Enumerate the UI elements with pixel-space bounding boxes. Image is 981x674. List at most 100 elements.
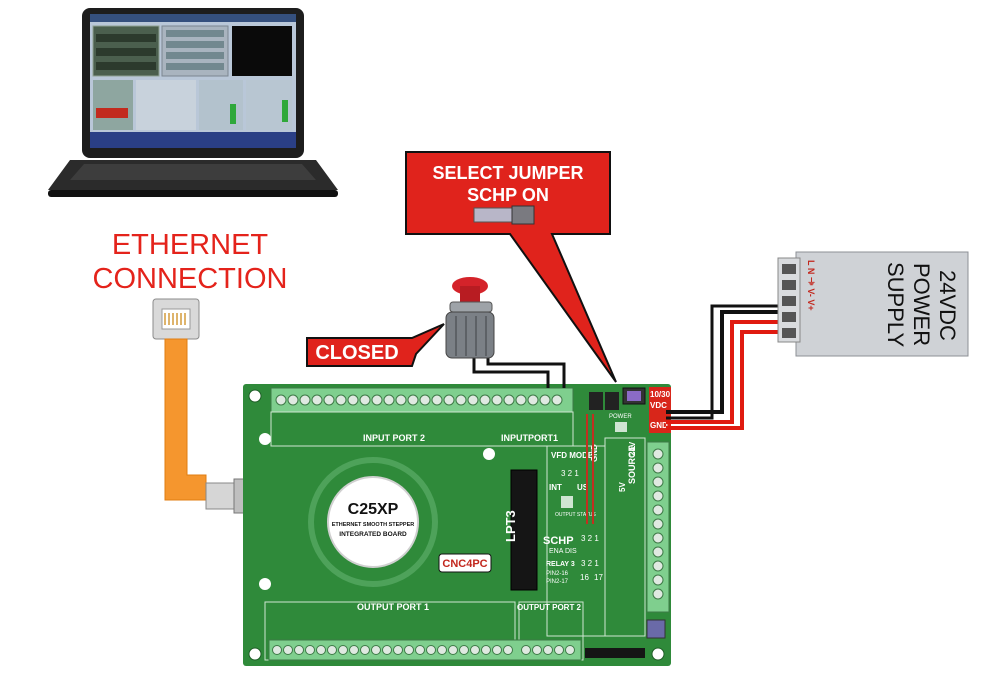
screen-dro-y (96, 48, 156, 56)
screen-feed-bar (230, 104, 236, 124)
cnc4pc-badge (438, 553, 492, 573)
potentiometer (646, 619, 666, 639)
jumper-callout-bg (405, 151, 617, 383)
laptop-keyboard (70, 164, 316, 180)
psu-terminal-screws (782, 264, 796, 338)
vfd-321-label: 3 2 1 (561, 469, 579, 478)
24v-label: 24V (628, 441, 637, 456)
closed-label: CLOSED (315, 342, 399, 364)
vdc-label-2: VDC (650, 401, 667, 410)
estop-stem (460, 286, 480, 304)
wire-negative-2 (666, 304, 784, 420)
screen-spindle-bar (282, 100, 288, 122)
us-label: US (577, 483, 589, 492)
jumper-label-line2: SCHP ON (467, 185, 549, 205)
ethernet-connection-label: ETHERNET CONNECTION (60, 228, 320, 296)
lpt3-connector (510, 469, 538, 591)
pin216-label: PIN2-16 (546, 571, 569, 577)
psu-label-line2: POWER (909, 263, 934, 347)
laptop-base-edge (48, 190, 338, 197)
screen-button-row (166, 63, 224, 70)
closed-callout-bg (306, 323, 445, 367)
pin217-label: PIN2-17 (546, 579, 569, 585)
wire-negative (666, 310, 784, 414)
bottom-header (585, 648, 645, 658)
schp-label: SCHP (543, 535, 574, 547)
jumper-callout-shape (405, 151, 617, 383)
ethernet-label-line1: ETHERNET (111, 229, 269, 261)
board-model-label: C25XP (348, 501, 399, 518)
wire-positive-2 (666, 330, 784, 430)
screen-button-row (166, 41, 224, 48)
output-status-label: OUTPUT STATUS (555, 512, 597, 518)
screen-reset-button (96, 108, 128, 118)
screen-titlebar (90, 14, 296, 22)
mount-hole (483, 448, 495, 460)
schp-jumper (627, 391, 641, 401)
jumper-block (605, 392, 619, 410)
screen-toolpath-view (232, 26, 292, 76)
gnd-label: GND (590, 444, 599, 462)
psu-label-line1: 24VDC (935, 269, 960, 341)
screen-status-bar (90, 132, 296, 148)
mount-hole (259, 578, 271, 590)
vdc-tag-bg (649, 387, 671, 433)
vdc-label-1: 10/30 (650, 390, 671, 399)
psu-terminal-labels: L N ⏚ V- V+ (806, 260, 816, 311)
psu-label-line3: SUPPLY (883, 262, 908, 348)
mount-hole (259, 433, 271, 445)
board-subtitle1: ETHERNET SMOOTH STEPPER (332, 522, 415, 528)
power-supply: L N ⏚ V- V+ 24VDC POWER SUPPLY (770, 250, 970, 360)
output-port2-label: OUTPUT PORT 2 (517, 603, 582, 612)
ethernet-cable (152, 298, 249, 514)
psu-body (777, 251, 969, 357)
wire-positive (666, 320, 784, 424)
schp-321-label: 3 2 1 (581, 534, 599, 543)
psu-text: 24VDC POWER SUPPLY (830, 258, 960, 352)
input-port2-label: INPUT PORT 2 (363, 433, 425, 443)
vdc-gnd-label: GND (650, 421, 668, 430)
mount-hole (248, 389, 262, 403)
psu-case (795, 251, 969, 357)
cnc4pc-label: CNC4PC (442, 558, 487, 570)
source-label: SOURCE (627, 445, 637, 484)
logo-ring (308, 457, 438, 587)
logo-disc (327, 476, 419, 568)
screen-dro-x (96, 34, 156, 42)
laptop-illustration (48, 8, 338, 197)
relay3-label: RELAY 3 (546, 561, 575, 568)
input-port-outline (270, 411, 574, 447)
screen-left-controls (93, 80, 133, 130)
estop-button (445, 277, 566, 388)
relay3-321-label: 3 2 1 (581, 559, 599, 568)
board-pcb (243, 384, 671, 666)
output-status-led (561, 496, 573, 508)
estop-wire-1 (472, 358, 550, 388)
vfd-column-outline (546, 445, 606, 637)
board-subtitle2: INTEGRATED BOARD (339, 531, 407, 538)
ethernet-label-line2: CONNECTION (92, 263, 288, 295)
jumper-label: SELECT JUMPER SCHP ON (408, 162, 608, 206)
pin-17-label: 17 (594, 573, 603, 582)
input-port1-label: INPUTPORT1 (501, 433, 558, 443)
mount-hole (248, 647, 262, 661)
power-label: POWER (609, 414, 632, 420)
rj45-pins (161, 308, 191, 330)
mount-hole (651, 647, 665, 661)
power-wires (666, 304, 784, 430)
ethernet-cable-body (164, 338, 207, 501)
closed-callout-shape (306, 323, 445, 367)
terminal-screws-top (275, 394, 563, 406)
screen-gcode-panel (136, 80, 196, 130)
vfd-mode-label: VFD MODE (551, 451, 594, 460)
output-port1-label: OUTPUT PORT 1 (357, 602, 429, 612)
screen-feed-panel (199, 80, 243, 130)
jumper-block (589, 392, 603, 410)
c25xp-board: INPUT PORT 2 INPUTPORT1 POWER 10/30 VDC … (243, 384, 671, 666)
ena-dis-label: ENA DIS (549, 548, 577, 555)
estop-body (445, 311, 495, 359)
pin-16-label: 16 (580, 573, 589, 582)
terminal-screws-bottom (272, 645, 575, 655)
ethernet-plug (205, 482, 235, 510)
jumper-cap (511, 205, 535, 225)
